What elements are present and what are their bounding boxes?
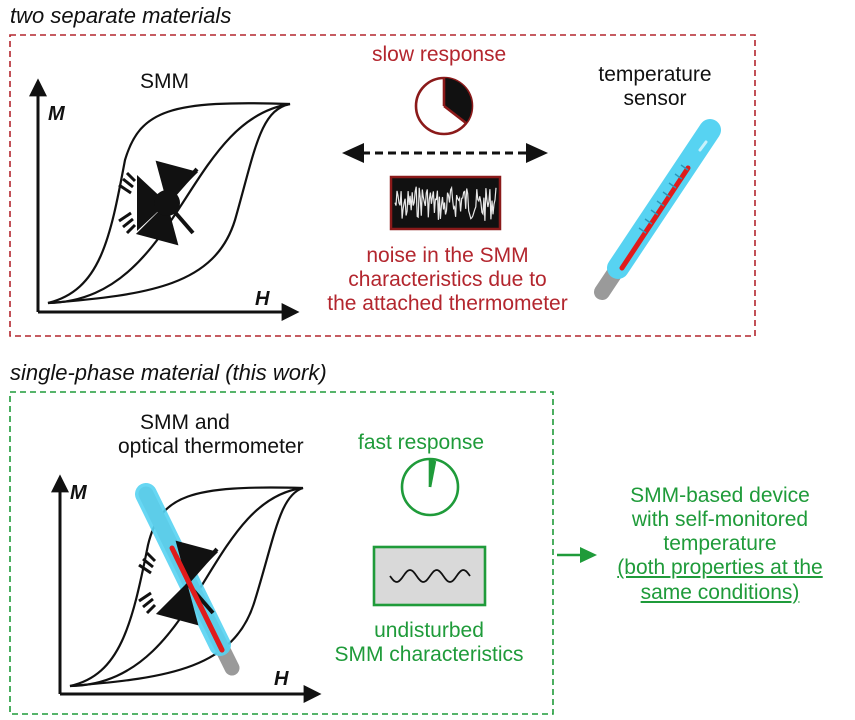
undisturbed-description: undisturbed SMM characteristics: [318, 619, 540, 667]
undisturbed-line-2: SMM characteristics: [334, 643, 524, 667]
result-underlined-line-2: same conditions): [640, 580, 800, 604]
bottom-section-frame: [9, 391, 554, 715]
undisturbed-line-1: undisturbed: [374, 619, 484, 642]
result-description: SMM-based device with self-monitored tem…: [590, 484, 850, 605]
top-smm-label: SMM: [140, 70, 189, 93]
bottom-section-title: single-phase material (this work): [10, 360, 327, 385]
top-hysteresis-inner: [47, 102, 291, 305]
bottom-thermometer-mercury: [173, 553, 225, 653]
sensor-line-2: sensor: [623, 87, 687, 111]
result-arrow: [557, 547, 597, 563]
top-axis-m-label: M: [48, 103, 65, 125]
top-section-frame: [9, 34, 756, 337]
bottom-axis-h-label: H: [274, 668, 289, 690]
sensor-line-1: temperature: [598, 63, 712, 86]
slow-response-label: slow response: [372, 43, 507, 66]
bottom-smm-line-1: SMM and: [140, 411, 230, 434]
bottom-hysteresis-inner: [69, 486, 304, 688]
fast-response-label: fast response: [358, 431, 485, 454]
noise-signal-box: [389, 175, 502, 231]
noise-line-1: noise in the SMM: [366, 244, 529, 267]
temperature-sensor-label: temperature sensor: [585, 63, 725, 111]
noise-line-3: the attached thermometer: [327, 292, 568, 316]
result-line-2: with self-monitored: [631, 508, 809, 532]
bottom-axes: [51, 474, 322, 703]
result-line-3: temperature: [663, 532, 777, 556]
top-thermometer-icon: [594, 119, 721, 300]
fast-response-clock-icon: [400, 457, 460, 517]
top-axis-h-label: H: [255, 288, 270, 310]
top-smm-molecule-icon: [118, 160, 199, 246]
coupling-double-arrow: [342, 143, 548, 163]
top-section-title: two separate materials: [10, 3, 232, 28]
result-underlined-line-1: (both properties at the: [617, 556, 823, 580]
bottom-smm-line-2: optical thermometer: [118, 435, 304, 459]
slow-response-clock-icon: [414, 76, 474, 136]
noise-description: noise in the SMM characteristics due to …: [305, 244, 590, 316]
noise-line-2: characteristics due to: [348, 268, 547, 292]
top-axes: [29, 78, 300, 321]
result-line-1: SMM-based device: [630, 484, 810, 507]
undisturbed-signal-box: [372, 545, 487, 607]
bottom-smm-label: SMM and optical thermometer: [118, 411, 318, 459]
bottom-axis-m-label: M: [70, 482, 87, 504]
